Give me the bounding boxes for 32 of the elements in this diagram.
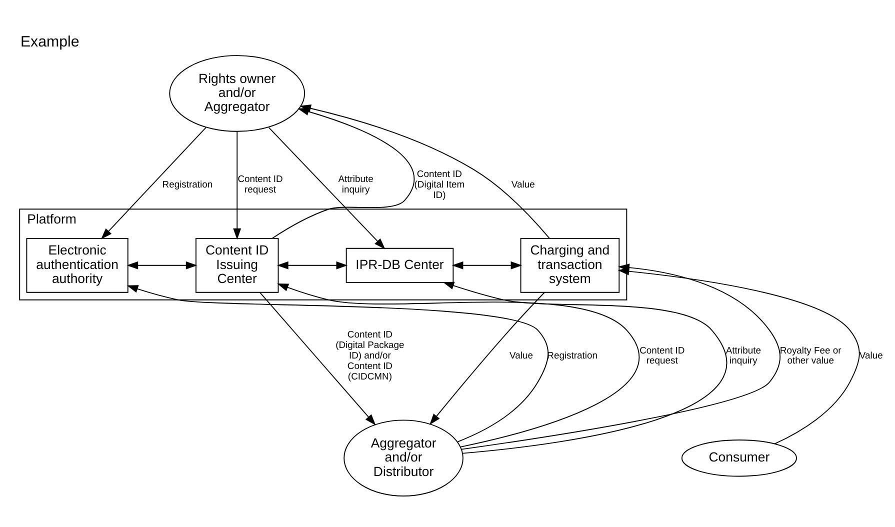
arrow xyxy=(430,292,546,425)
edge-label: Attribute inquiry xyxy=(726,345,762,367)
arrow xyxy=(268,127,386,250)
node-box: IPR-DB Center xyxy=(346,248,454,283)
edge-label: Attribute inquiry xyxy=(338,174,374,196)
arrow xyxy=(442,282,727,454)
node-ellipse: Aggregator and/or Distributor xyxy=(344,420,464,496)
edge-label: Value xyxy=(510,350,533,362)
diagram-title: Example xyxy=(20,34,80,51)
node-box: Electronic authentication authority xyxy=(26,238,128,293)
edge-label: Value xyxy=(511,179,535,190)
node-box: Content ID Issuing Center xyxy=(196,238,279,293)
edge-label: Royalty Fee or other value xyxy=(780,345,842,367)
node-box: Charging and transaction system xyxy=(520,238,620,293)
arrow xyxy=(452,261,522,270)
edge-label: Content ID request xyxy=(640,345,685,367)
arrow xyxy=(126,285,549,442)
arrow xyxy=(126,261,198,270)
arrow xyxy=(300,104,550,239)
arrow xyxy=(233,131,242,240)
edge-label: Content ID request xyxy=(238,174,283,196)
arrow xyxy=(277,283,640,448)
arrow xyxy=(618,267,860,444)
edge-label: Content ID (Digital Package ID) and/or Content ID (CIDCMN) xyxy=(336,330,404,382)
arrow xyxy=(259,292,376,426)
arrow xyxy=(276,261,348,270)
node-ellipse: Rights owner and/or Aggregator xyxy=(169,55,306,132)
edge-label: Content ID (Digital Item ID) xyxy=(414,168,465,201)
node-ellipse: Consumer xyxy=(681,440,797,477)
edge-label: Value xyxy=(859,350,883,362)
arrow xyxy=(100,127,206,240)
edge-label: Registration xyxy=(162,179,213,190)
